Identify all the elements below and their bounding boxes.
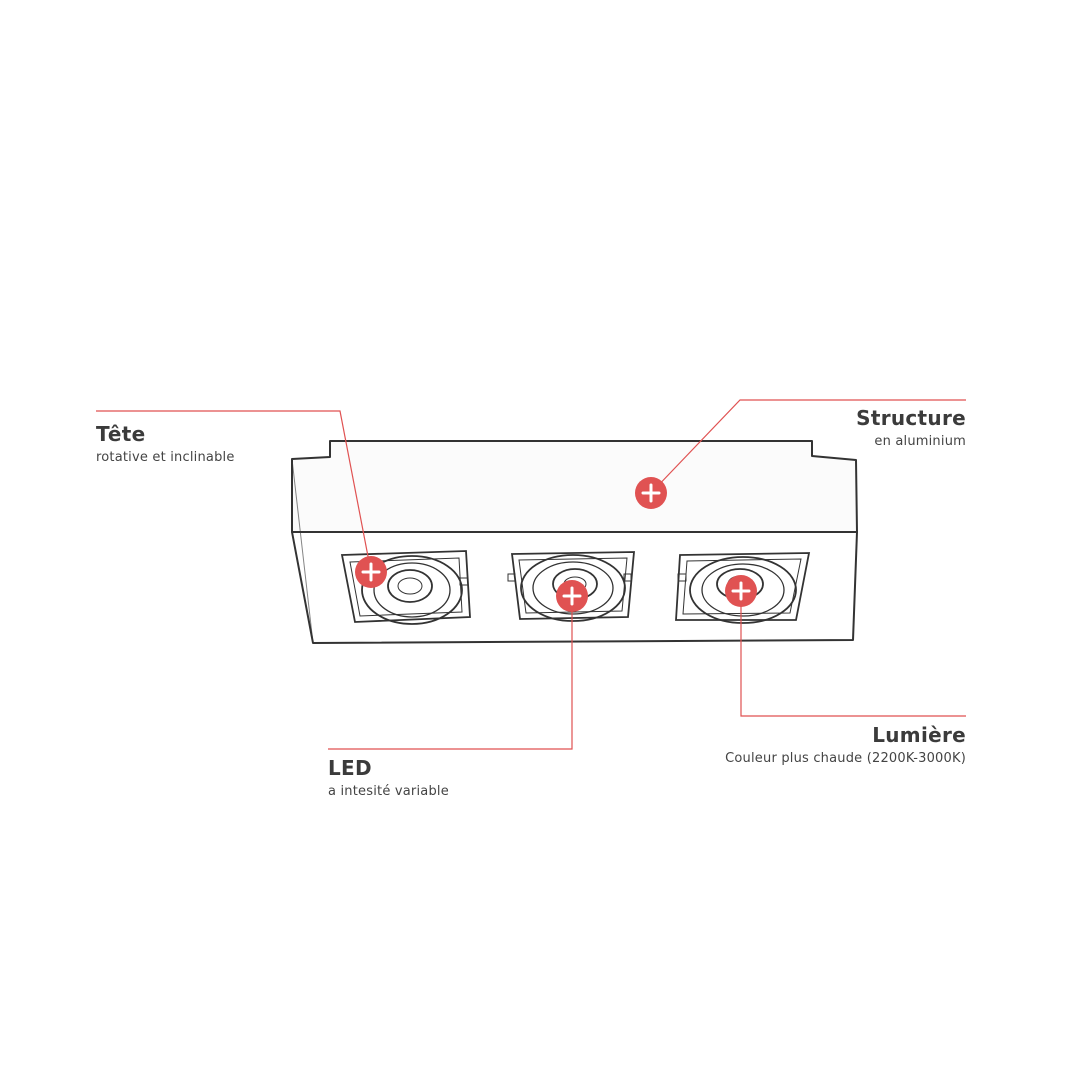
leader-line-tete	[96, 410, 372, 573]
hotspot-structure[interactable]	[635, 477, 667, 509]
hotspot-lumiere[interactable]	[725, 575, 757, 607]
hotspot-led[interactable]	[556, 580, 588, 612]
leader-line-led	[328, 596, 573, 750]
leader-line-structure	[650, 399, 966, 494]
callout-lumiere: Lumière Couleur plus chaude (2200K-3000K…	[725, 723, 966, 766]
callout-led: LED a intesité variable	[328, 756, 449, 799]
plus-icon	[731, 581, 751, 601]
callout-tete-title: Tête	[96, 422, 146, 446]
callout-led-subtitle: a intesité variable	[328, 784, 449, 799]
callout-structure-title: Structure	[856, 406, 966, 430]
callout-led-title: LED	[328, 756, 372, 780]
callout-tete: Tête rotative et inclinable	[96, 422, 235, 465]
callout-structure: Structure en aluminium	[856, 406, 966, 449]
spot-module-1	[340, 550, 471, 625]
plus-icon	[361, 562, 381, 582]
callout-lumiere-subtitle: Couleur plus chaude (2200K-3000K)	[725, 751, 966, 766]
plus-icon	[641, 483, 661, 503]
callout-lumiere-title: Lumière	[872, 723, 966, 747]
leader-lines	[96, 399, 966, 750]
callout-tete-subtitle: rotative et inclinable	[96, 450, 235, 465]
callout-structure-subtitle: en aluminium	[874, 434, 966, 449]
hotspot-tete[interactable]	[355, 556, 387, 588]
leader-line-lumiere	[740, 591, 966, 717]
spot-module-3	[675, 552, 811, 624]
plus-icon	[562, 586, 582, 606]
